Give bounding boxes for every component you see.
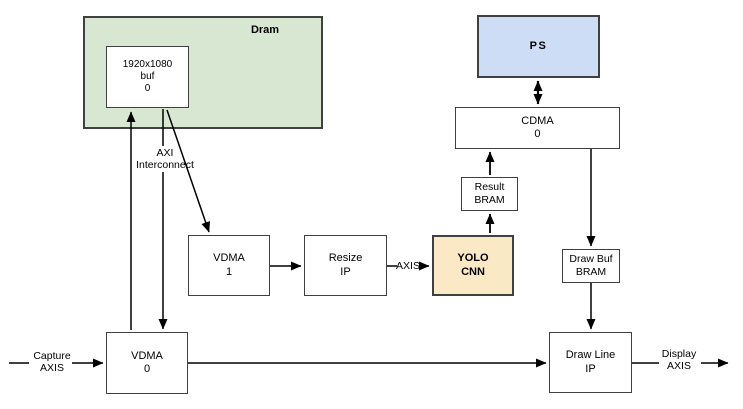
result-bram-label: Result BRAM [474, 181, 505, 206]
vdma1-label: VDMA 1 [213, 252, 245, 278]
axis-label: AXIS [396, 260, 420, 272]
cdma-label: CDMA 0 [521, 114, 554, 140]
resize-ip-box: Resize IP [304, 235, 387, 296]
dram-label: Dram [250, 24, 280, 36]
vdma0-box: VDMA 0 [106, 332, 188, 394]
draw-buf-bram-box: Draw Buf BRAM [562, 249, 620, 283]
resize-ip-label: Resize IP [328, 252, 363, 278]
vdma1-box: VDMA 1 [188, 235, 270, 296]
frame-buffer-box: 1920x1080 buf 0 [106, 46, 189, 108]
ps-box: PS [477, 15, 600, 78]
yolo-cnn-label: YOLO CNN [457, 252, 489, 278]
yolo-cnn-box: YOLO CNN [432, 235, 514, 296]
ps-label: PS [529, 39, 548, 52]
display-axis-label: Display AXIS [661, 348, 697, 373]
result-bram-box: Result BRAM [461, 177, 518, 211]
draw-buf-bram-label: Draw Buf BRAM [569, 253, 613, 278]
vdma0-label: VDMA 0 [131, 349, 163, 375]
capture-axis-label: Capture AXIS [33, 350, 71, 375]
draw-line-ip-box: Draw Line IP [549, 332, 632, 393]
draw-line-ip-label: Draw Line IP [565, 349, 616, 375]
frame-buffer-label: 1920x1080 buf 0 [122, 59, 173, 94]
axi-interconnect-label: AXI Interconnect [136, 147, 194, 172]
cdma-box: CDMA 0 [455, 107, 620, 149]
